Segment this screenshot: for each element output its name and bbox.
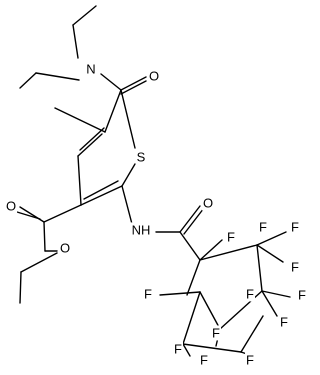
- bond-line: [19, 72, 37, 89]
- bond-line: [19, 271, 22, 304]
- bond-line: [179, 231, 201, 261]
- bond-line: [77, 133, 103, 157]
- bond-line: [43, 221, 46, 252]
- bond-line: [100, 73, 122, 91]
- atom-f-9: F: [280, 314, 288, 329]
- bond-line: [182, 343, 242, 353]
- bonds: [16, 5, 291, 357]
- atom-o-ester-carbonyl: O: [6, 198, 16, 213]
- bond-line: [72, 5, 97, 26]
- bond-line: [261, 290, 278, 317]
- label-background: [290, 219, 301, 235]
- bond-line: [256, 244, 284, 263]
- bond-line: [77, 155, 82, 206]
- atom-f-8: F: [212, 325, 220, 340]
- bond-line: [35, 72, 80, 81]
- label-background: [143, 286, 154, 302]
- bond-line: [80, 185, 123, 206]
- label-background: [4, 198, 18, 214]
- label-background: [58, 240, 72, 256]
- label-background: [199, 352, 210, 368]
- bond-line: [121, 163, 136, 187]
- label-background: [226, 229, 237, 245]
- bond-line: [182, 291, 201, 345]
- label-background: [130, 222, 152, 238]
- label-background: [245, 286, 256, 302]
- bond-line: [121, 185, 133, 225]
- bond-line: [83, 180, 119, 200]
- bond-line: [219, 290, 263, 330]
- label-background: [211, 325, 222, 341]
- atom-nh-amide-bottom: NH: [132, 222, 151, 237]
- label-background: [290, 259, 301, 275]
- label-background: [201, 195, 215, 211]
- bond-line: [199, 244, 258, 261]
- atom-o-amide-bottom: O: [203, 195, 213, 210]
- label-background: [279, 314, 290, 330]
- atom-f-5: F: [246, 286, 254, 301]
- bond-line: [72, 24, 79, 59]
- bond-line: [256, 244, 263, 292]
- atom-f-3: F: [291, 219, 299, 234]
- bond-line: [159, 291, 201, 296]
- bond-line: [199, 239, 223, 261]
- atom-n-amide-top: N: [86, 61, 95, 76]
- bond-line: [261, 290, 291, 298]
- atom-f-4: F: [291, 259, 299, 274]
- bond-line: [256, 231, 287, 246]
- bond-line: [182, 343, 191, 357]
- bond-line: [199, 291, 221, 330]
- atom-f-2: F: [259, 219, 267, 234]
- bond-line: [120, 76, 147, 91]
- label-background: [245, 352, 256, 368]
- bond-line: [179, 205, 201, 233]
- atom-f-7: F: [144, 286, 152, 301]
- structure-diagram: N O S O O NH O F F F F F F F F F F F F: [4, 5, 308, 368]
- bond-line: [20, 252, 58, 273]
- bond-line: [240, 315, 264, 353]
- atom-o-ester-ether: O: [60, 240, 70, 255]
- label-background: [258, 219, 269, 235]
- bond-line: [183, 207, 205, 235]
- atom-s-ring: S: [137, 149, 146, 164]
- atom-f-6: F: [298, 287, 306, 302]
- bond-line: [120, 89, 136, 149]
- bond-line: [186, 259, 201, 296]
- label-background: [297, 287, 308, 303]
- atom-f-12: F: [246, 352, 254, 367]
- label-background: [147, 68, 161, 84]
- label-background: [173, 341, 184, 357]
- label-background: [85, 61, 97, 77]
- atom-f-10: F: [174, 341, 182, 356]
- atom-labels: N O S O O NH O F F F F F F F F F F F F: [4, 61, 308, 368]
- atom-f-11: F: [200, 352, 208, 367]
- bond-line: [104, 89, 122, 133]
- bond-line: [54, 107, 106, 133]
- atom-o-amide-top: O: [149, 68, 159, 83]
- label-background: [135, 149, 147, 165]
- bond-line: [79, 127, 105, 151]
- bond-line: [16, 211, 41, 220]
- bond-line: [43, 204, 82, 223]
- bond-line: [120, 80, 147, 95]
- atom-f-1: F: [227, 229, 235, 244]
- molecule-canvas: N O S O O NH O F F F F F F F F F F F F: [4, 5, 308, 368]
